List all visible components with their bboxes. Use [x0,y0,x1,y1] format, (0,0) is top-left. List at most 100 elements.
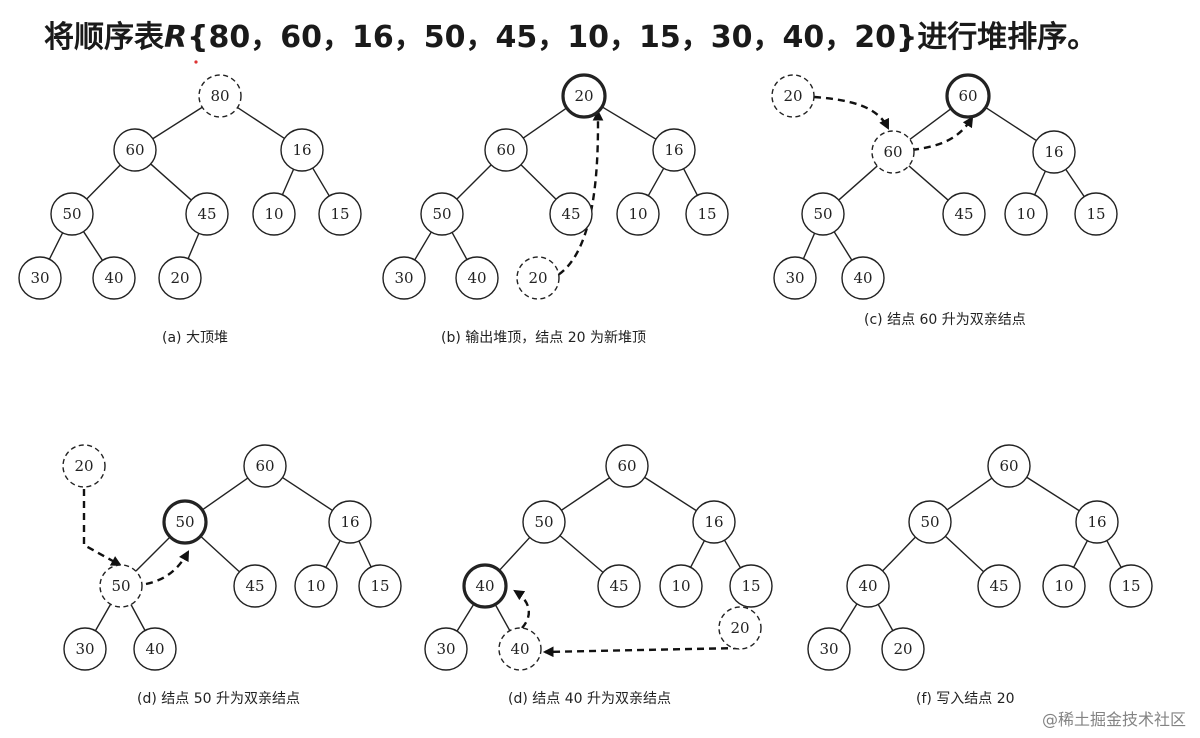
node-circle [1004,192,1048,236]
heap-node: 15 [1109,564,1153,608]
node-circle [358,564,402,608]
move-arrow [513,589,531,629]
heap-node: 15 [729,564,773,608]
node-value: 50 [534,513,553,531]
node-circle [318,192,362,236]
node-value: 80 [210,87,229,105]
move-arrow [542,646,741,658]
heap-node: 45 [597,564,641,608]
tree-edge [944,535,985,573]
tree-edge [325,540,341,568]
node-circle [685,192,729,236]
panel-caption: (f) 写入结点 20 [916,691,1015,707]
node-circle [18,256,62,300]
tree-edge [1026,476,1080,512]
node-value: 16 [340,513,359,531]
heap-node: 40 [846,564,890,608]
tree-edge [946,477,993,511]
node-circle [424,627,468,671]
heap-node: 40 [841,256,885,300]
node-circle [549,192,593,236]
node-value: 45 [245,577,264,595]
heap-node: 45 [942,192,986,236]
node-value: 40 [858,577,877,595]
node-value: 15 [697,205,716,223]
heap-node: 20 [881,627,925,671]
node-circle [1074,192,1118,236]
node-value: 16 [1044,143,1063,161]
tree-edge [187,233,200,259]
heap-node: 16 [652,128,696,172]
heap-node: 80 [198,74,242,118]
node-value: 60 [255,457,274,475]
node-value: 45 [197,205,216,223]
node-value: 40 [467,269,486,287]
tree-edge [494,604,511,631]
node-circle [1109,564,1153,608]
node-circle [942,192,986,236]
tree-edge [451,232,468,260]
node-value: 60 [125,141,144,159]
node-circle [801,192,845,236]
tree-edge [48,232,64,260]
node-circle [1042,564,1086,608]
tree-edge [456,603,475,632]
heap-node: 10 [659,564,703,608]
heap-node: 20 [561,73,607,119]
heap-node: 50 [522,500,566,544]
heap-node: 16 [1032,130,1076,174]
tree-edge [838,165,878,201]
heap-node: 40 [92,256,136,300]
node-circle [158,256,202,300]
node-value: 10 [1054,577,1073,595]
node-circle [233,564,277,608]
heap-node: 10 [1042,564,1086,608]
tree-edge [150,163,192,201]
tree-edge [882,536,916,572]
panel-caption: (b) 输出堆顶，结点 20 为新堆顶 [441,330,646,346]
node-value: 10 [306,577,325,595]
node-value: 15 [1121,577,1140,595]
heap-node: 10 [252,192,296,236]
move-arrow [911,116,974,152]
node-circle [718,606,762,650]
panel-caption: (d) 结点 50 升为双亲结点 [137,691,300,707]
heap-node: 50 [162,499,208,545]
heap-node: 20 [718,606,762,650]
node-value: 16 [292,141,311,159]
node-circle [1075,500,1119,544]
node-circle [455,256,499,300]
move-arrow [145,550,190,586]
heap-node: 40 [133,627,177,671]
tree-edge [201,477,249,511]
node-value: 15 [370,577,389,595]
node-circle [692,500,736,544]
heap-node: 20 [516,256,560,300]
node-value: 20 [574,87,593,105]
panel-caption: (a) 大顶堆 [162,330,228,346]
node-circle [597,564,641,608]
node-circle [328,500,372,544]
node-value: 40 [475,577,494,595]
node-circle [1032,130,1076,174]
panel-caption: (d) 结点 40 升为双亲结点 [508,691,671,707]
tree-edge [281,168,295,196]
node-circle [243,444,287,488]
tree-edge [690,540,705,568]
node-circle [729,564,773,608]
heap-node: 60 [871,130,915,174]
heap-node: 10 [616,192,660,236]
tree-edge [683,168,698,196]
tree-edge [802,232,816,260]
node-value: 16 [1087,513,1106,531]
node-circle [462,563,508,609]
tree-edge [1106,540,1122,568]
heap-node: 16 [692,500,736,544]
heap-node: 15 [358,564,402,608]
node-value: 45 [609,577,628,595]
tree-edge [358,540,372,568]
watermark: @稀土掘金技术社区 [1041,710,1186,729]
node-circle [516,256,560,300]
